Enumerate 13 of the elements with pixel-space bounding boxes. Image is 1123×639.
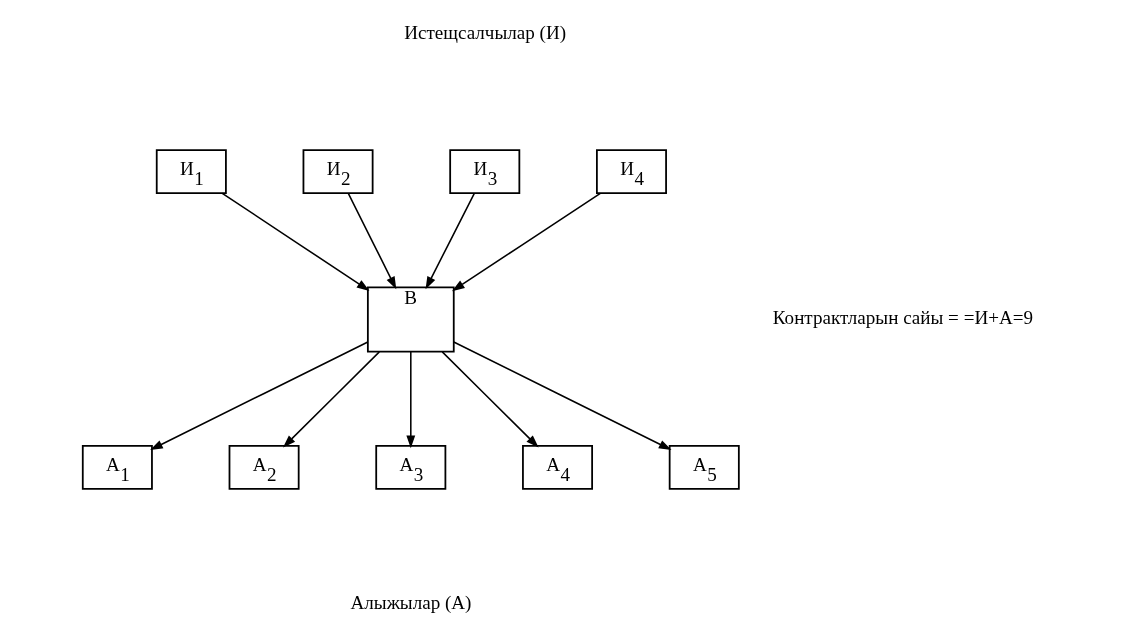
node-box: В — [366, 286, 455, 353]
arrow — [221, 192, 369, 291]
arrow — [347, 192, 396, 290]
arrow — [405, 351, 415, 449]
label: Алыжылар (А) — [350, 592, 471, 614]
arrow — [452, 341, 672, 450]
arrow — [441, 351, 539, 448]
arrow — [425, 192, 475, 290]
label: Истещсалчылар (И) — [403, 21, 566, 43]
arrow — [282, 351, 380, 448]
label: Контрактларын сайы = =И+А=9 — [772, 307, 1033, 329]
arrow — [451, 192, 601, 292]
arrow — [149, 341, 369, 450]
